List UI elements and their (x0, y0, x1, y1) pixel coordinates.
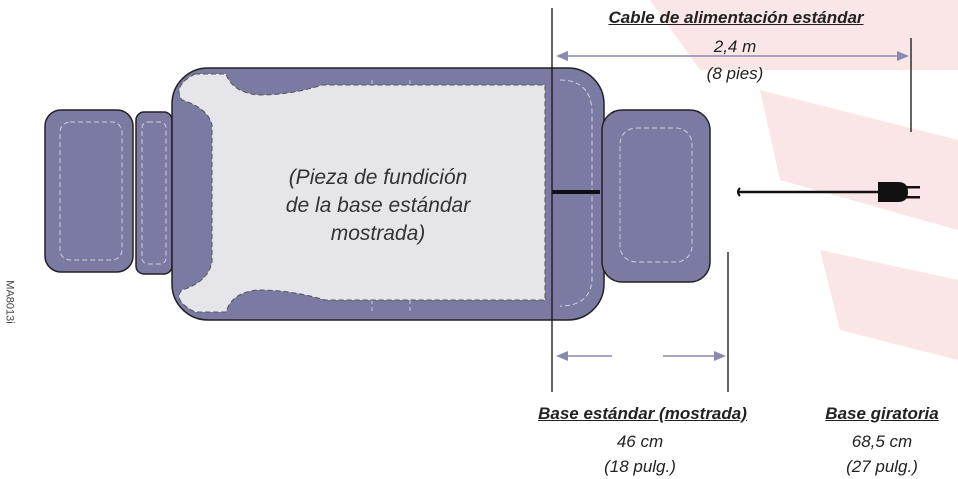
base-casting (178, 73, 546, 313)
swivel-base-value-cm: 68,5 cm (851, 432, 913, 451)
watermark (650, 0, 958, 360)
power-cord-title: Cable de alimentación estándar (608, 8, 864, 27)
cord-length-dimension-arrow (556, 51, 909, 61)
head-rest (601, 109, 711, 283)
standard-base-value-in: (18 pulg.) (604, 457, 676, 476)
standard-base-value-cm: 46 cm (616, 432, 664, 451)
power-cord-length-ft: (8 pies) (706, 64, 764, 83)
base-casting-note: (Pieza de fundición de la base estándar … (243, 164, 513, 248)
figure-code: MA8013i (3, 280, 16, 324)
foot-section (44, 109, 173, 275)
power-cord (737, 187, 885, 197)
swivel-base-title: Base giratoria (825, 404, 939, 423)
base-note-line-1: (Pieza de fundición (288, 166, 468, 189)
power-plug-icon (878, 182, 920, 202)
standard-base-dimension-arrow (556, 351, 726, 361)
swivel-base-value-in: (27 pulg.) (846, 457, 918, 476)
standard-base-title: Base estándar (mostrada) (538, 404, 747, 423)
power-cord-length-m: 2,4 m (713, 37, 757, 56)
base-note-line-2: de la base estándar (285, 194, 471, 217)
base-note-line-3: mostrada) (330, 222, 426, 245)
